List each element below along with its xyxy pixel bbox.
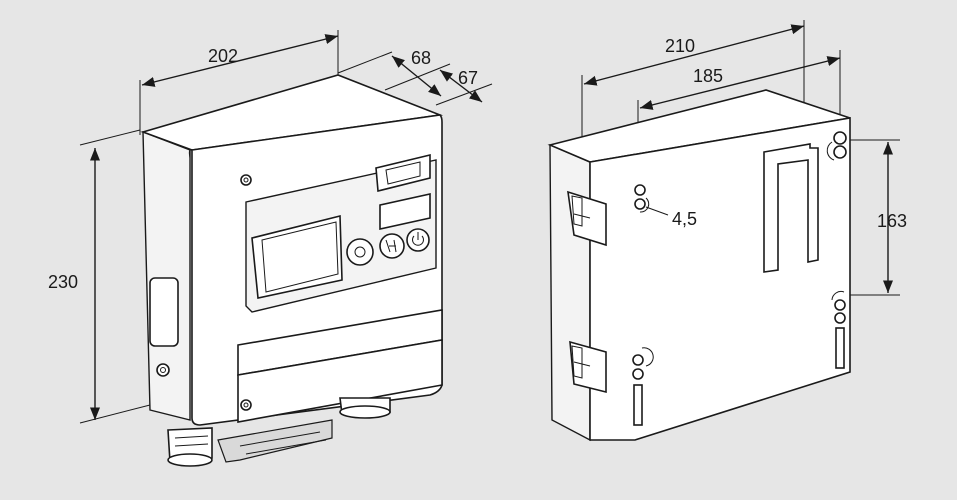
extension-line (79, 129, 141, 146)
extension-line (79, 404, 151, 424)
dim-line-depth-b (439, 69, 483, 103)
label-strip (379, 193, 431, 230)
cable-gland-left (167, 427, 213, 467)
dim-label-depth-a: 68 (411, 48, 431, 68)
dim-line-width (141, 34, 339, 87)
power-icon[interactable] (406, 228, 430, 252)
round-button-icon[interactable] (346, 238, 374, 266)
dim-label-width: 202 (208, 46, 238, 66)
hole-leader (645, 206, 669, 216)
side-clip-upper (567, 190, 607, 247)
dim-label-hole-vertical: 163 (877, 211, 907, 231)
electrical-icon[interactable] (379, 233, 405, 259)
dim-label-height: 230 (48, 272, 78, 292)
screw-icon (240, 174, 252, 186)
dim-line-hole-spacing (639, 56, 841, 110)
screw-icon (240, 399, 252, 411)
right-device-view (547, 20, 900, 442)
left-device-view (79, 30, 493, 467)
extension-line (337, 51, 393, 74)
mounting-hole-bottom-right (831, 291, 846, 369)
status-window (375, 153, 431, 193)
side-clip-lower (569, 340, 607, 394)
din-rail-slot (763, 143, 819, 273)
housing-side-face (142, 130, 191, 421)
dim-label-hole-diameter: 4,5 (672, 209, 697, 229)
rear-side-face (549, 143, 591, 442)
dim-line-outer-width (583, 24, 805, 86)
dim-line-depth-a (391, 55, 442, 97)
dim-label-hole-spacing: 185 (693, 66, 723, 86)
cable-gland-right (339, 397, 391, 419)
side-window (149, 277, 179, 347)
side-screw-icon (156, 363, 170, 377)
din-rail-clip (217, 419, 333, 463)
mounting-hole-top-left (634, 184, 650, 213)
lower-cover-lower (237, 339, 443, 423)
mounting-hole-top-right (826, 131, 847, 161)
dim-label-depth-b: 67 (458, 68, 478, 88)
mounting-hole-bottom-left (632, 347, 654, 426)
dim-label-outer-width: 210 (665, 36, 695, 56)
